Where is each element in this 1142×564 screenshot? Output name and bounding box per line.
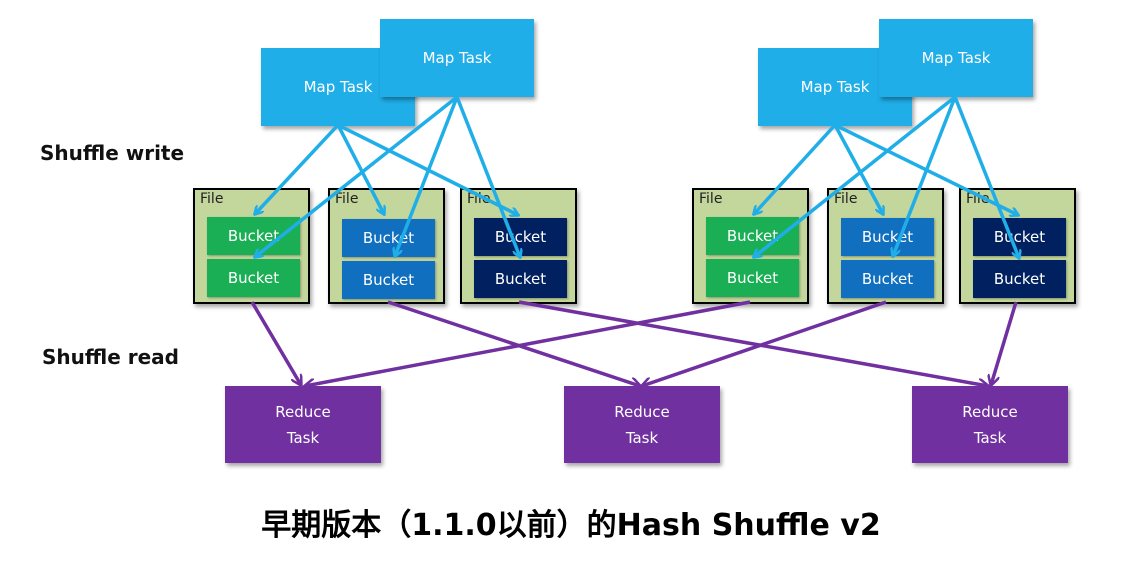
shuffle-read-label: Shuffle read: [42, 345, 179, 369]
reduce-task-3: Reduce Task: [912, 386, 1068, 463]
bucket-label: Bucket: [726, 269, 779, 287]
shuffle-write-label: Shuffle write: [40, 141, 185, 165]
bucket: Bucket: [706, 217, 799, 255]
reduce-task-label: Reduce: [962, 402, 1018, 421]
bucket-label: Bucket: [494, 228, 547, 246]
bucket: Bucket: [474, 260, 567, 298]
bucket-label: Bucket: [494, 270, 547, 288]
bucket: Bucket: [474, 218, 567, 256]
diagram-caption: 早期版本（1.1.0以前）的Hash Shuffle v2: [261, 508, 881, 543]
map-task-label: Map Task: [800, 78, 870, 96]
shuffle-read-arrows: [250, 300, 1018, 386]
bucket-label: Bucket: [861, 228, 914, 246]
reduce-task-label: Task: [625, 428, 659, 447]
bucket-label: Bucket: [227, 269, 280, 287]
read-arrow: [518, 300, 988, 386]
read-arrow: [991, 301, 1018, 385]
bucket: Bucket: [207, 259, 300, 297]
bucket-label: Bucket: [726, 227, 779, 245]
reduce-task-label: Reduce: [614, 402, 670, 421]
bucket: Bucket: [342, 261, 435, 299]
bucket-label: Bucket: [993, 270, 1046, 288]
read-arrow: [305, 300, 751, 386]
reduce-task-label: Task: [973, 428, 1007, 447]
file-right-2: File Bucket Bucket: [827, 188, 944, 304]
bucket: Bucket: [841, 260, 934, 298]
file-left-3: File Bucket Bucket: [460, 188, 577, 304]
reduce-task-label: Reduce: [275, 402, 331, 421]
file-label: File: [966, 191, 990, 207]
file-right-3: File Bucket Bucket: [959, 188, 1076, 304]
map-task-label: Map Task: [422, 49, 492, 67]
map-task-label: Map Task: [921, 49, 991, 67]
bucket: Bucket: [207, 217, 300, 255]
reduce-task-1: Reduce Task: [225, 386, 381, 463]
file-right-1: File Bucket Bucket: [692, 188, 809, 304]
file-label: File: [200, 191, 224, 207]
read-arrow: [387, 300, 640, 386]
bucket-label: Bucket: [861, 270, 914, 288]
file-label: File: [834, 191, 858, 207]
file-label: File: [335, 191, 359, 207]
file-left-1: File Bucket Bucket: [193, 188, 310, 304]
reduce-task-label: Task: [286, 428, 320, 447]
file-label: File: [467, 191, 491, 207]
file-label: File: [699, 191, 723, 207]
map-task-label: Map Task: [303, 78, 373, 96]
bucket: Bucket: [973, 260, 1066, 298]
bucket: Bucket: [841, 218, 934, 256]
bucket: Bucket: [342, 219, 435, 257]
read-arrow: [642, 300, 887, 386]
bucket-label: Bucket: [993, 228, 1046, 246]
bucket: Bucket: [706, 259, 799, 297]
read-arrow: [250, 301, 301, 385]
bucket: Bucket: [973, 218, 1066, 256]
file-left-2: File Bucket Bucket: [328, 188, 445, 304]
bucket-label: Bucket: [362, 271, 415, 289]
bucket-label: Bucket: [227, 227, 280, 245]
map-task-right-front: Map Task: [879, 19, 1033, 97]
bucket-label: Bucket: [362, 229, 415, 247]
map-task-left-front: Map Task: [380, 19, 534, 97]
reduce-task-2: Reduce Task: [564, 386, 720, 463]
